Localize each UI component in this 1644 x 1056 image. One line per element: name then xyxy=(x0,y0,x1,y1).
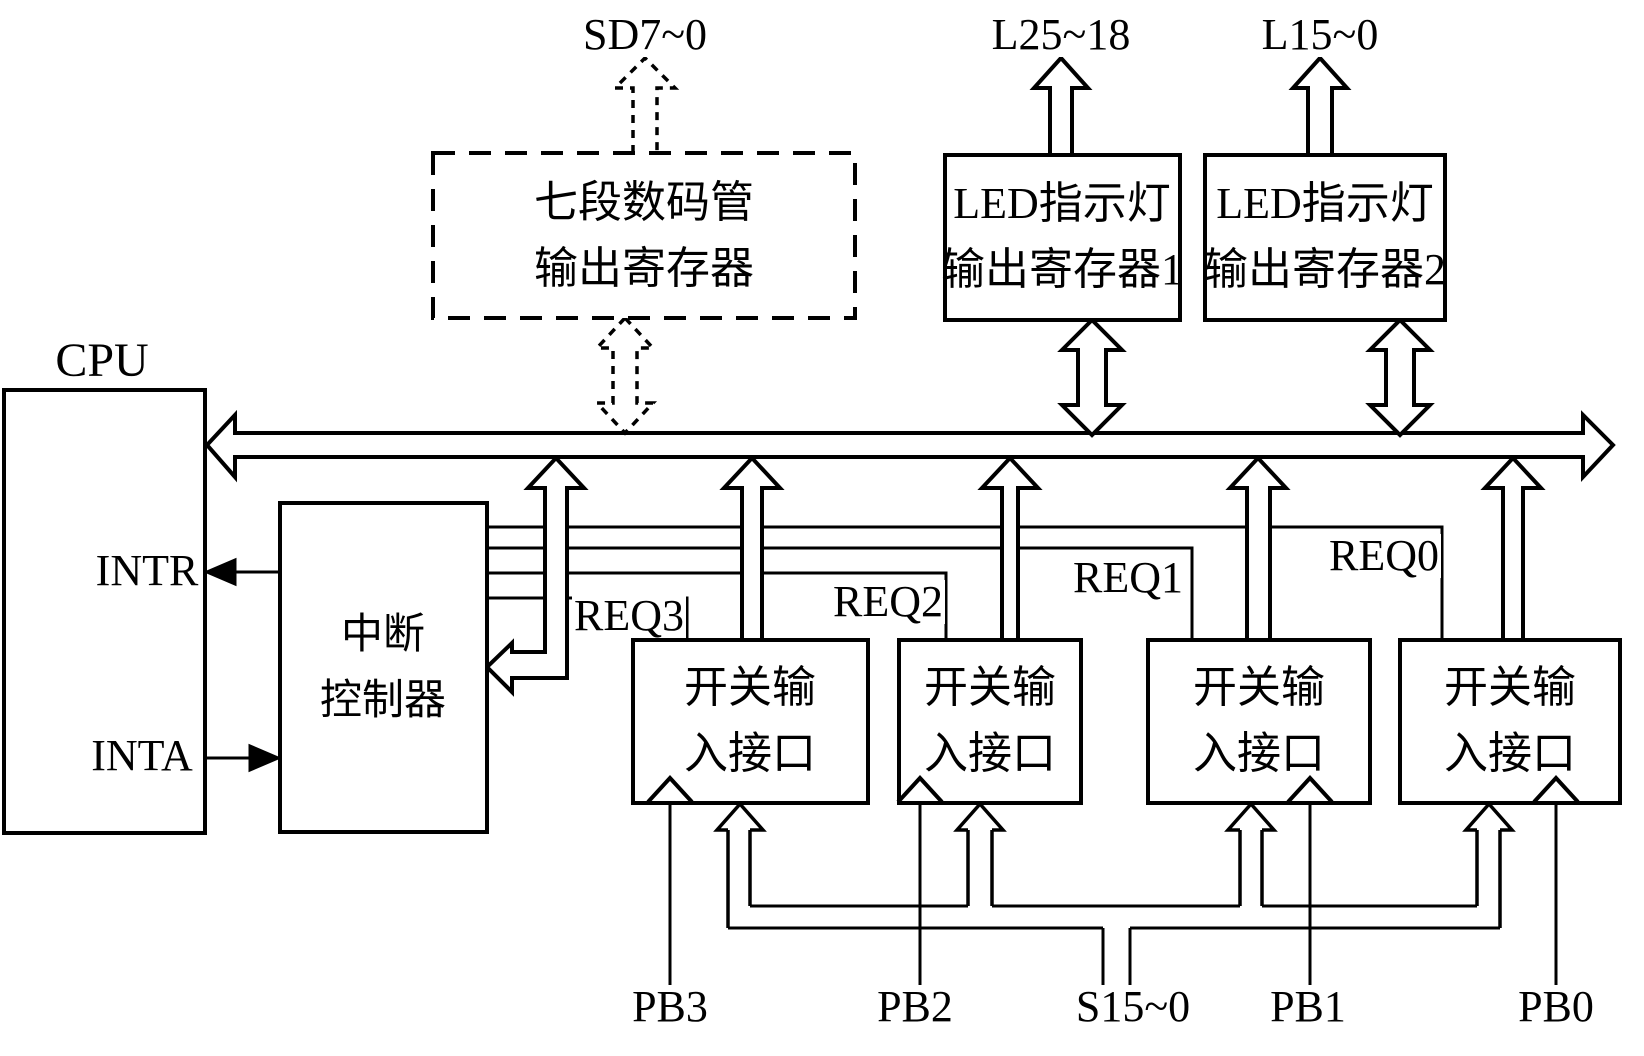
switch-input-box-4 xyxy=(1398,638,1622,805)
sd-output-arrow xyxy=(610,55,680,153)
sw1-clock-chevron xyxy=(646,775,694,804)
interrupt-controller-caption: 中断 控制器 xyxy=(319,612,447,724)
pb3-label: PB3 xyxy=(630,982,710,1031)
interrupt-controller-box xyxy=(278,501,489,834)
seven-seg-register-caption: 七段数码管 输出寄存器 xyxy=(534,178,754,293)
req1-label: REQ1 xyxy=(1071,553,1185,602)
l-hi-bus-label: L25~18 xyxy=(989,10,1133,59)
intc-bus-arrow xyxy=(484,455,589,697)
led-register2-box xyxy=(1203,153,1447,322)
req3-label: REQ3 xyxy=(572,591,686,640)
l-lo-output-arrow xyxy=(1288,55,1352,155)
l-hi-output-arrow xyxy=(1029,55,1093,155)
led-register2-caption: LED指示灯 输出寄存器2 xyxy=(1204,179,1446,294)
led2-bus-double-arrow xyxy=(1365,317,1435,438)
switch-input-3-caption: 开关输 入接口 xyxy=(1193,663,1325,778)
pb0-label: PB0 xyxy=(1516,982,1596,1031)
sw4-bus-arrow xyxy=(1480,455,1546,640)
switch-input-box-2 xyxy=(897,638,1083,805)
req1-wire xyxy=(487,546,1194,640)
switch-input-2-caption: 开关输 入接口 xyxy=(924,663,1056,778)
sw2-clock-chevron xyxy=(896,775,944,804)
req0-label: REQ0 xyxy=(1327,531,1441,580)
s-bus-duct xyxy=(728,904,1500,986)
sw1-bus-arrow xyxy=(719,455,785,640)
led-register1-box xyxy=(943,153,1182,322)
pb1-label: PB1 xyxy=(1268,982,1348,1031)
s-bus-label: S15~0 xyxy=(1073,982,1193,1031)
sevenseg-bus-dotted-arrow xyxy=(592,315,658,436)
req2-label: REQ2 xyxy=(831,577,945,626)
sw3-clock-chevron xyxy=(1286,775,1334,804)
inta-wire xyxy=(205,743,282,773)
sw1-data-in-arrow xyxy=(713,801,767,928)
sw3-bus-arrow xyxy=(1225,455,1291,640)
led1-bus-double-arrow xyxy=(1057,317,1127,438)
sd-bus-label: SD7~0 xyxy=(580,10,710,59)
sw4-data-in-arrow xyxy=(1462,801,1516,928)
req2-wire xyxy=(487,571,948,640)
switch-input-1-caption: 开关输 入接口 xyxy=(684,663,816,778)
req0-wire xyxy=(487,525,1444,640)
switch-input-box-1 xyxy=(631,638,870,805)
sw3-data-in-arrow xyxy=(1224,801,1278,906)
sw4-clock-chevron xyxy=(1532,775,1580,804)
seven-seg-register-box xyxy=(431,151,857,320)
system-bus-arrow xyxy=(204,409,1616,483)
sw2-bus-arrow xyxy=(977,455,1043,640)
cpu-label: CPU xyxy=(53,334,151,387)
led-register1-caption: LED指示灯 输出寄存器1 xyxy=(941,179,1183,294)
inta-label: INTA xyxy=(89,731,195,780)
sw2-data-in-arrow xyxy=(953,801,1007,906)
pb2-label: PB2 xyxy=(875,982,955,1031)
intr-wire xyxy=(203,557,280,587)
l-lo-bus-label: L15~0 xyxy=(1259,10,1381,59)
intr-label: INTR xyxy=(93,546,201,595)
switch-input-4-caption: 开关输 入接口 xyxy=(1444,663,1576,778)
switch-input-box-3 xyxy=(1146,638,1372,805)
